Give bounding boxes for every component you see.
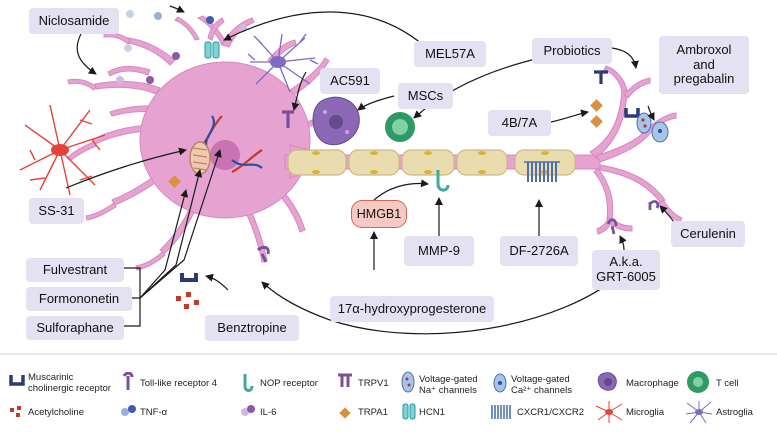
label-hmgb1: HMGB1 <box>351 200 407 228</box>
legend-microglia: Microglia <box>626 407 665 418</box>
astroglia-icon <box>247 33 319 93</box>
nop-receptor-icon <box>243 374 254 392</box>
legend-tlr4: Toll-like receptor 4 <box>140 378 218 389</box>
legend-hcn1: HCN1 <box>419 407 445 418</box>
trpv1-icon <box>338 373 352 387</box>
trpa1-icon <box>168 175 181 188</box>
legend-trpv1: TRPV1 <box>358 378 389 389</box>
label-fulvestrant: Fulvestrant <box>26 258 124 282</box>
label-17a-hydroxyprogesterone: 17α-hydroxyprogesterone <box>330 296 494 322</box>
label-probiotics: Probiotics <box>532 38 612 64</box>
muscarinic-terminal-icon <box>624 108 640 118</box>
mitochondrion-icon <box>189 141 211 175</box>
label-mel57a: MEL57A <box>414 41 486 67</box>
legend-vg-na: Voltage-gated Na⁺ channels <box>419 374 478 397</box>
na-channel-terminal-icon <box>636 112 652 134</box>
label-ss31: SS-31 <box>29 198 84 224</box>
t-cell-icon <box>687 371 709 393</box>
na-channel-icon <box>401 371 415 393</box>
label-formononetin: Formononetin <box>26 287 132 311</box>
legend-muscarinic: Muscarinic cholinergic receptor <box>28 372 111 395</box>
legend-trpa1: TRPA1 <box>358 407 388 418</box>
astroglia-icon <box>685 401 713 424</box>
il6-icon <box>241 405 255 416</box>
tlr4-icon <box>256 245 270 263</box>
microglia-body <box>51 144 69 156</box>
hcn1-channel-icon <box>204 41 220 59</box>
t-cell-icon <box>385 112 415 142</box>
legend-tcell: T cell <box>716 378 739 389</box>
trpv1-terminal-icon <box>594 70 608 84</box>
label-ac591: AC591 <box>320 68 380 94</box>
label-cerulenin: Cerulenin <box>671 221 745 247</box>
acetylcholine-icon <box>10 406 21 417</box>
label-niclosamide: Niclosamide <box>29 8 119 34</box>
tlr4-terminal-icon-2 <box>606 218 618 235</box>
microglia-icon <box>595 401 623 423</box>
nop-receptor-icon <box>436 170 450 192</box>
label-benztropine: Benztropine <box>205 315 299 341</box>
label-mscs: MSCs <box>398 83 453 109</box>
legend-vg-ca: Voltage-gated Ca²⁺ channels <box>511 374 572 397</box>
label-df2726a: DF-2726A <box>500 236 578 266</box>
label-4b-7a: 4B/7A <box>488 110 551 136</box>
hcn1-icon <box>402 403 416 420</box>
cxcr-icon <box>524 161 560 182</box>
il6-dots <box>116 24 247 84</box>
legend-astroglia: Astroglia <box>716 407 753 418</box>
legend-acetylcholine: Acetylcholine <box>28 407 84 418</box>
legend-tnf: TNF-α <box>140 407 168 418</box>
axon-terminal <box>589 65 683 235</box>
macrophage-icon <box>597 372 617 391</box>
label-sulforaphane: Sulforaphane <box>26 316 124 340</box>
cxcr-icon <box>491 405 511 419</box>
muscarinic-receptor-icon <box>180 273 198 282</box>
astroglia-body <box>270 56 286 68</box>
legend-il6: IL-6 <box>260 407 277 418</box>
ca-channel-icon <box>493 373 507 393</box>
legend-macrophage: Macrophage <box>626 378 679 389</box>
trpa1-icon <box>339 407 351 419</box>
trpv1-icon <box>282 110 294 128</box>
trpa1-terminal-icon-2 <box>590 115 603 128</box>
tlr4-icon <box>122 372 134 390</box>
trpa1-terminal-icon <box>590 99 603 112</box>
legend-cxcr: CXCR1/CXCR2 <box>517 407 585 418</box>
tnf-alpha-icon <box>121 405 136 416</box>
muscarinic-receptor-icon <box>9 375 25 386</box>
label-ambroxol-pregabalin: Ambroxol and pregabalin <box>659 36 749 94</box>
nucleus <box>210 140 240 170</box>
myelin-sheaths <box>287 149 576 176</box>
macrophage-icon <box>312 96 360 146</box>
tlr4-terminal-icon <box>648 200 660 210</box>
arrows <box>65 5 675 335</box>
acetylcholine-icon <box>176 292 199 309</box>
tnf-alpha-dots <box>124 10 214 52</box>
legend-nop: NOP receptor <box>260 378 318 389</box>
label-aka-grt6005: A.k.a. GRT-6005 <box>592 250 660 290</box>
microglia-icon <box>19 104 106 196</box>
label-mmp9: MMP-9 <box>404 236 474 266</box>
